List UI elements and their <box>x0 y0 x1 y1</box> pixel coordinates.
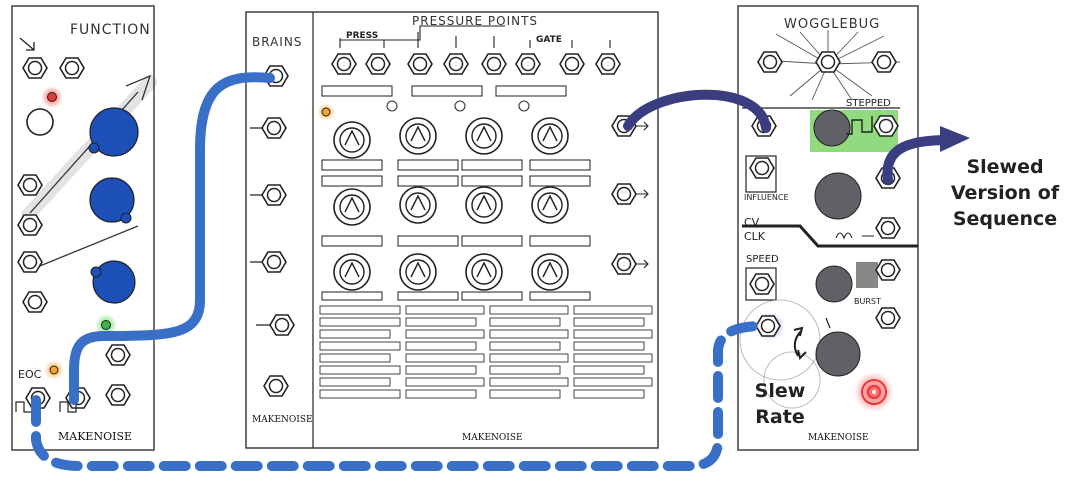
arrowhead-icon <box>940 126 970 152</box>
function-jack-8[interactable] <box>105 384 131 406</box>
vari-response-knob[interactable] <box>92 260 136 304</box>
wogglebug-influence-knob[interactable] <box>814 172 862 220</box>
pp-out-jack-2[interactable] <box>611 183 637 205</box>
pp-slider-bars <box>319 305 653 399</box>
wogglebug-speed-jack[interactable] <box>749 273 775 295</box>
brains-rst-jack[interactable] <box>261 117 287 139</box>
curved-arrow-icon <box>793 326 807 360</box>
cycle-button[interactable] <box>26 108 54 136</box>
wogglebug-module: WOGGLEBUG STEPPED INFLUENCE CV CLK SPEED… <box>737 5 919 451</box>
pp-knob[interactable] <box>399 117 437 155</box>
brains-jack-5[interactable] <box>269 314 295 336</box>
wogglebug-slew-knob[interactable] <box>815 331 861 377</box>
wogglebug-jack-1[interactable] <box>757 51 783 73</box>
cable-brains-to-function[interactable] <box>69 72 275 405</box>
wogglebug-led-red <box>861 379 887 405</box>
pp-knob[interactable] <box>333 121 371 159</box>
influence-label: INFLUENCE <box>744 193 789 202</box>
slewed-line-3: Sequence <box>952 208 1058 230</box>
wogglebug-burst-jack[interactable] <box>875 259 901 281</box>
function-jack-5[interactable] <box>17 251 43 273</box>
pp-header-jack-4[interactable] <box>443 53 469 75</box>
pp-header-jack-8[interactable] <box>595 53 621 75</box>
slew-rate-line-2: Rate <box>755 406 805 428</box>
pp-knob[interactable] <box>531 186 569 224</box>
burst-label: BURST <box>854 297 881 306</box>
pressure-points-logo: MAKENOISE <box>462 433 523 443</box>
slew-rate-annotation: Slew Rate <box>748 378 812 430</box>
wogglebug-jack-3[interactable] <box>871 51 897 73</box>
pp-knob[interactable] <box>465 186 503 224</box>
brains-logo: MAKENOISE <box>252 415 313 425</box>
cable-pp-to-wogglebug[interactable] <box>623 89 771 133</box>
brains-pressure-points-module: BRAINS PRESSURE POINTS PRESS GATE MAKENO… <box>245 11 659 449</box>
eoc-label: EOC <box>18 368 42 381</box>
press-label: PRESS <box>346 31 378 41</box>
pp-header-jack-7[interactable] <box>559 53 585 75</box>
clk-label: CLK <box>744 230 766 243</box>
function-jack-7[interactable] <box>105 344 131 366</box>
slewed-line-1: Slewed <box>966 156 1044 178</box>
pressure-points-title: PRESSURE POINTS <box>412 14 538 28</box>
brains-dir-jack[interactable] <box>261 251 287 273</box>
patch-cables <box>31 72 970 471</box>
cable-wogglebug-out[interactable] <box>882 135 953 185</box>
pp-knob[interactable] <box>399 253 437 291</box>
rise-knob[interactable] <box>89 107 139 157</box>
function-logo: MAKENOISE <box>58 430 132 443</box>
gate-label: GATE <box>536 35 562 45</box>
wogglebug-int-clock-jack[interactable] <box>875 307 901 329</box>
pp-knob[interactable] <box>333 253 371 291</box>
pp-header-jack-3[interactable] <box>407 53 433 75</box>
slew-rate-line-1: Slew <box>754 380 806 402</box>
wogglebug-chaos-knob[interactable] <box>813 109 851 147</box>
wogglebug-stepped-jack[interactable] <box>873 115 899 137</box>
function-module: FUNCTION EOC MAKENOISE <box>11 5 157 451</box>
cable-function-eoc-dashed[interactable] <box>31 321 767 471</box>
wogglebug-influence-jack[interactable] <box>749 157 775 179</box>
pp-knob[interactable] <box>333 188 371 226</box>
function-led-green <box>101 320 111 330</box>
speed-label: SPEED <box>746 254 779 265</box>
brains-tick-jack[interactable] <box>263 375 289 397</box>
pp-out-jack-3[interactable] <box>611 253 637 275</box>
pp-header-jack-6[interactable] <box>515 53 541 75</box>
pp-knob[interactable] <box>531 117 569 155</box>
stepped-label: STEPPED <box>846 98 891 109</box>
brains-title: BRAINS <box>252 35 302 49</box>
slewed-line-2: Version of <box>950 182 1060 204</box>
pp-knob[interactable] <box>465 117 503 155</box>
burst-graphic <box>856 262 878 288</box>
pp-header-jack-1[interactable] <box>331 53 357 75</box>
arrow-icon <box>19 37 35 51</box>
function-led-orange <box>49 365 59 375</box>
function-jack-3[interactable] <box>17 174 43 196</box>
brains-run-jack[interactable] <box>261 184 287 206</box>
function-led-red <box>47 92 57 102</box>
wogglebug-speed-knob[interactable] <box>815 265 853 303</box>
slewed-sequence-annotation: Slewed Version of Sequence <box>946 154 1064 232</box>
cv-label: CV <box>744 216 760 229</box>
wogglebug-slew-cv-jack[interactable] <box>755 315 781 337</box>
wogglebug-logo: MAKENOISE <box>808 433 869 443</box>
pp-knob[interactable] <box>465 253 503 291</box>
function-jack-2[interactable] <box>59 57 85 79</box>
brains-led-orange <box>321 107 331 117</box>
function-title: FUNCTION <box>70 22 151 38</box>
function-jack-4[interactable] <box>17 214 43 236</box>
wogglebug-jack-2[interactable] <box>815 51 841 73</box>
pp-knob[interactable] <box>531 253 569 291</box>
function-jack-6[interactable] <box>22 291 48 313</box>
fall-knob[interactable] <box>89 177 135 223</box>
pp-knob[interactable] <box>399 186 437 224</box>
pp-header-jack-2[interactable] <box>365 53 391 75</box>
wogglebug-title: WOGGLEBUG <box>784 17 880 32</box>
function-jack-1[interactable] <box>22 57 48 79</box>
pp-header-jack-5[interactable] <box>481 53 507 75</box>
wogglebug-jack-cv[interactable] <box>875 217 901 239</box>
